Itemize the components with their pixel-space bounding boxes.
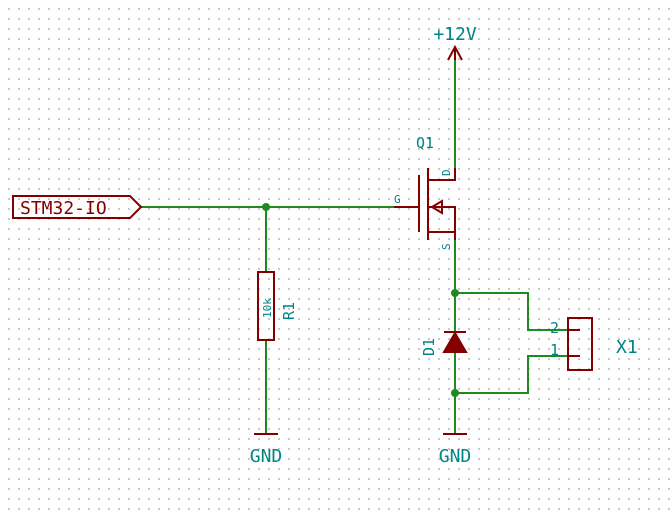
wires	[140, 59, 568, 433]
ground-label: GND	[439, 446, 472, 467]
hierarchical-label-shape	[12, 195, 143, 219]
mosfet-drain-lead	[428, 168, 456, 181]
mosfet-body-lead	[428, 206, 456, 232]
junction-dot	[451, 289, 459, 297]
mosfet-source-lead	[428, 231, 456, 240]
diode-ref: D1	[420, 338, 438, 356]
mosfet-arrow-icon	[430, 199, 443, 215]
junction-dot	[451, 389, 459, 397]
hierarchical-label[interactable]: STM32-IO	[12, 195, 143, 219]
ground-label: GND	[250, 446, 283, 467]
resistor-r1[interactable]: 10k R1	[257, 271, 298, 341]
connector-pin1-number: 1	[550, 341, 559, 359]
connector-x1[interactable]: 2 1 X1	[550, 317, 638, 371]
connector-ref: X1	[616, 337, 638, 358]
mosfet-pin-source: S	[440, 243, 453, 250]
mosfet-pin-gate: G	[394, 193, 401, 206]
diode-triangle-icon	[442, 331, 468, 353]
diode-d1[interactable]: D1	[420, 331, 468, 356]
mosfet-pin-drain: D	[440, 169, 453, 176]
resistor-value: 10k	[261, 298, 274, 318]
wire-connector-pin2	[454, 292, 568, 331]
power-label: +12V	[433, 24, 477, 45]
wire-connector-pin1	[454, 355, 568, 394]
junction-dot	[262, 203, 270, 211]
mosfet-q1[interactable]: Q1 G D S	[394, 134, 456, 250]
hierarchical-label-text: STM32-IO	[20, 198, 107, 219]
mosfet-ref: Q1	[416, 134, 434, 152]
power-symbol-12v[interactable]: +12V	[433, 24, 477, 61]
resistor-body	[257, 271, 275, 341]
resistor-ref: R1	[280, 302, 298, 320]
ground-symbol-left[interactable]: GND	[250, 433, 283, 467]
connector-pin2-number: 2	[550, 319, 559, 337]
connector-body	[567, 317, 593, 371]
ground-symbol-right[interactable]: GND	[439, 433, 472, 467]
